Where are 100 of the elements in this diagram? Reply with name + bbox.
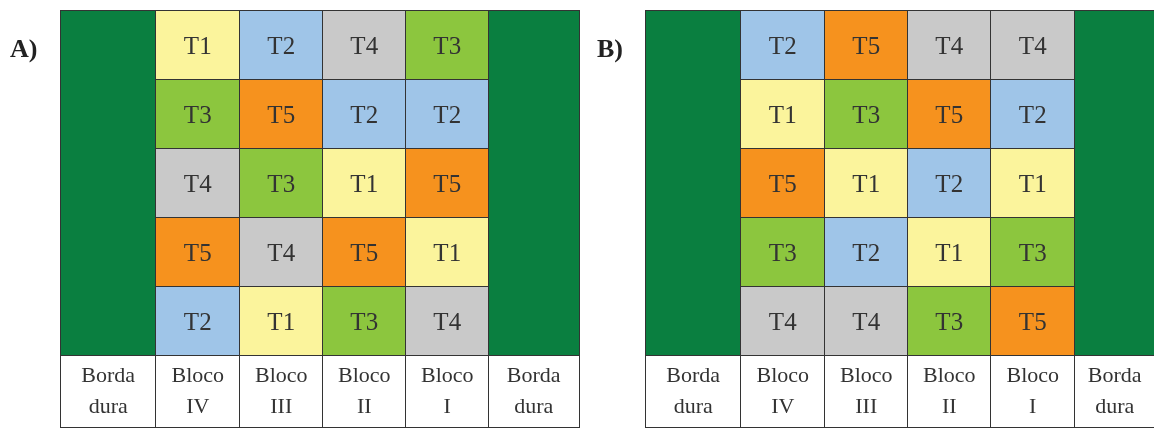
treatment-label: T4 bbox=[852, 308, 881, 334]
plot-cell bbox=[990, 10, 1076, 81]
treatment-label: T1 bbox=[183, 32, 212, 58]
treatment-label: T3 bbox=[267, 170, 296, 196]
table-cell bbox=[824, 355, 909, 428]
plot-cell bbox=[824, 286, 909, 357]
treatment-label: T4 bbox=[1018, 32, 1047, 58]
plot-cell bbox=[824, 10, 909, 81]
plot-cell bbox=[155, 286, 241, 357]
treatment-label: T4 bbox=[183, 170, 212, 196]
table-cell bbox=[155, 355, 241, 428]
treatment-label: T1 bbox=[768, 101, 797, 127]
table-cell bbox=[990, 355, 1076, 428]
treatment-label: T3 bbox=[183, 101, 212, 127]
plot-cell bbox=[239, 10, 324, 81]
column-label: Bloco IV bbox=[756, 361, 810, 421]
treatment-label: T2 bbox=[1018, 101, 1047, 127]
column-label: Borda dura bbox=[1087, 361, 1142, 421]
plot-cell bbox=[405, 10, 490, 81]
table-cell bbox=[907, 355, 992, 428]
plot-cell bbox=[740, 10, 826, 81]
table-cell bbox=[1074, 355, 1154, 428]
treatment-label: T1 bbox=[1018, 170, 1047, 196]
plot-cell bbox=[155, 217, 241, 288]
plot-cell bbox=[824, 148, 909, 219]
plot-cell bbox=[155, 10, 241, 81]
column-label: Bloco III bbox=[839, 361, 893, 421]
treatment-label: T1 bbox=[350, 170, 379, 196]
plot-cell bbox=[405, 286, 490, 357]
treatment-label: T5 bbox=[433, 170, 462, 196]
treatment-label: T2 bbox=[350, 101, 379, 127]
treatment-label: T5 bbox=[852, 32, 881, 58]
table-cell bbox=[740, 355, 826, 428]
treatment-label: T2 bbox=[267, 32, 296, 58]
panel-label: B) bbox=[597, 34, 623, 64]
column-label: Bloco III bbox=[254, 361, 308, 421]
table-cell bbox=[405, 355, 490, 428]
border-strip bbox=[60, 10, 157, 357]
plot-cell bbox=[405, 79, 490, 150]
table-cell bbox=[488, 355, 580, 428]
plot-cell bbox=[740, 148, 826, 219]
treatment-label: T3 bbox=[852, 101, 881, 127]
treatment-label: T4 bbox=[935, 32, 964, 58]
plot-cell bbox=[824, 217, 909, 288]
table-cell bbox=[322, 355, 407, 428]
column-label: Borda dura bbox=[506, 361, 561, 421]
treatment-label: T3 bbox=[433, 32, 462, 58]
border-strip bbox=[488, 10, 580, 357]
plot-cell bbox=[990, 79, 1076, 150]
field-layout-panel bbox=[595, 8, 1154, 429]
column-label: Bloco II bbox=[922, 361, 976, 421]
plot-cell bbox=[824, 79, 909, 150]
table-cell bbox=[60, 355, 157, 428]
treatment-label: T2 bbox=[852, 239, 881, 265]
treatment-label: T2 bbox=[768, 32, 797, 58]
plot-cell bbox=[239, 148, 324, 219]
plot-cell bbox=[990, 148, 1076, 219]
panel-label: A) bbox=[10, 34, 38, 64]
plot-cell bbox=[155, 79, 241, 150]
plot-cell bbox=[740, 217, 826, 288]
plot-cell bbox=[155, 148, 241, 219]
column-label: Bloco II bbox=[337, 361, 391, 421]
column-label: Borda dura bbox=[81, 361, 136, 421]
treatment-label: T5 bbox=[267, 101, 296, 127]
treatment-label: T2 bbox=[183, 308, 212, 334]
column-label: Borda dura bbox=[666, 361, 721, 421]
plot-cell bbox=[322, 10, 407, 81]
plot-cell bbox=[322, 148, 407, 219]
treatment-label: T5 bbox=[768, 170, 797, 196]
border-strip bbox=[1074, 10, 1154, 357]
treatment-label: T3 bbox=[1018, 239, 1047, 265]
plot-cell bbox=[239, 217, 324, 288]
plot-cell bbox=[740, 79, 826, 150]
treatment-label: T1 bbox=[935, 239, 964, 265]
treatment-label: T4 bbox=[267, 239, 296, 265]
field-layout-panel bbox=[8, 8, 580, 429]
plot-cell bbox=[322, 286, 407, 357]
plot-cell bbox=[322, 79, 407, 150]
plot-cell bbox=[907, 286, 992, 357]
column-label: Bloco IV bbox=[171, 361, 225, 421]
treatment-label: T1 bbox=[267, 308, 296, 334]
treatment-label: T3 bbox=[935, 308, 964, 334]
treatment-label: T5 bbox=[183, 239, 212, 265]
plot-cell bbox=[405, 217, 490, 288]
plot-cell bbox=[322, 217, 407, 288]
table-cell bbox=[645, 355, 742, 428]
plot-cell bbox=[239, 286, 324, 357]
plot-cell bbox=[239, 79, 324, 150]
column-label: Bloco I bbox=[420, 361, 474, 421]
treatment-label: T4 bbox=[768, 308, 797, 334]
treatment-label: T2 bbox=[433, 101, 462, 127]
treatment-label: T3 bbox=[350, 308, 379, 334]
treatment-label: T3 bbox=[768, 239, 797, 265]
plot-cell bbox=[907, 79, 992, 150]
column-label: Bloco I bbox=[1006, 361, 1060, 421]
plot-cell bbox=[990, 286, 1076, 357]
plot-cell bbox=[990, 217, 1076, 288]
treatment-label: T5 bbox=[935, 101, 964, 127]
plot-cell bbox=[907, 10, 992, 81]
treatment-label: T5 bbox=[1018, 308, 1047, 334]
